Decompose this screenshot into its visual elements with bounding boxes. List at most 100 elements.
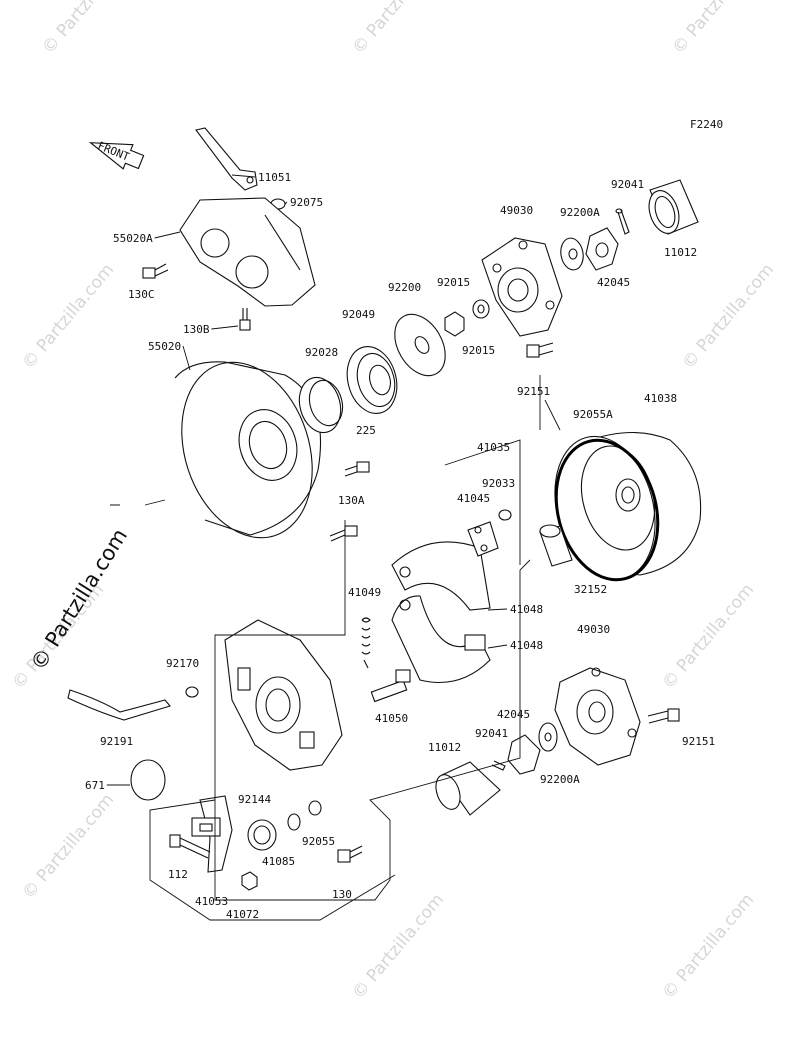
part-label-92151: 92151 [682,735,715,748]
hub-49030-upper [481,237,563,337]
part-label-92191: 92191 [100,735,133,748]
o-ring-92055 [308,800,322,816]
part-label-92151: 92151 [517,385,550,398]
part-label-225: 225 [356,424,376,437]
leader-line [182,345,191,371]
part-label-130B: 130B [183,323,210,336]
brake-shoe-41048-lower [391,595,491,684]
ring-92028 [298,376,344,434]
spring-92144 [247,819,277,851]
part-label-32152: 32152 [574,583,607,596]
bolt-225 [344,461,370,477]
watermark-tile: © Partzilla.com [679,260,779,373]
part-label-41048: 41048 [510,639,543,652]
nut-41072 [241,871,258,891]
leader-line [487,644,508,649]
spring-41049 [361,617,371,669]
part-label-92041: 92041 [611,178,644,191]
figure-code: F2240 [690,118,723,131]
bolt-130A [329,525,358,542]
watermark-tile-text: © Partzilla.com [659,580,759,693]
part-label-92170: 92170 [166,657,199,670]
watermark-tile-text: © Partzilla.com [669,0,769,58]
washer-92200A-upper [560,237,584,271]
watermark-tile-text: © Partzilla.com [19,790,119,903]
brake-lever-arm [195,127,258,191]
hose-clamp-92170 [185,686,199,698]
part-label-92144: 92144 [238,793,271,806]
part-label-92200: 92200 [388,281,421,294]
part-label-41049: 41049 [348,586,381,599]
part-label-92055A: 92055A [573,408,613,421]
front-arrow-icon: FRONT [88,139,145,170]
assembly-outline [110,375,561,921]
bolt-92151-upper [526,342,554,358]
watermark-tile: © Partzilla.com [349,890,449,1003]
bolt-112 [169,834,211,859]
part-label-130: 130 [332,888,352,901]
part-label-92200A: 92200A [540,773,580,786]
part-label-41045: 41045 [457,492,490,505]
washer-92200A-lower [538,722,558,752]
cam-41050 [370,669,411,703]
sleeve-32152 [539,524,573,567]
washer-92200 [394,313,446,377]
part-label-92028: 92028 [305,346,338,359]
part-label-92015: 92015 [462,344,495,357]
part-label-55020A: 55020A [113,232,153,245]
part-label-92200A: 92200A [560,206,600,219]
watermark-tile: © Partzilla.com [39,0,139,58]
part-label-41072: 41072 [226,908,259,921]
part-label-112: 112 [168,868,188,881]
leader-line [284,201,288,205]
o-ring-671 [130,759,166,801]
seal-92049 [346,346,398,414]
plate-41045 [467,521,499,557]
part-label-49030: 49030 [500,204,533,217]
watermark-tile: © Partzilla.com [659,580,759,693]
brake-guard-55020A [179,197,316,307]
watermark-tile-text: © Partzilla.com [349,890,449,1003]
watermark-tile: © Partzilla.com [19,790,119,903]
backing-plate [224,619,343,771]
drum-cover-55020 [174,361,322,539]
part-label-41050: 41050 [375,712,408,725]
brake-lever-41053 [191,795,233,873]
part-label-41048: 41048 [510,603,543,616]
leader-line [211,325,239,330]
washer-41085 [287,813,301,831]
cap-11012-lower [435,761,501,816]
part-label-41053: 41053 [195,895,228,908]
part-label-42045: 42045 [597,276,630,289]
hose-92191 [67,689,171,721]
clip-92033 [498,509,512,521]
part-label-92049: 92049 [342,308,375,321]
cotter-pin-92041-upper [615,208,630,235]
part-label-92075: 92075 [290,196,323,209]
watermark-tile-text: © Partzilla.com [39,0,139,58]
bolt-130C [142,263,169,279]
leader-line [154,231,181,239]
watermark-tile: © Partzilla.com [669,0,769,58]
part-label-11051: 11051 [258,171,291,184]
watermark-tile-text: © Partzilla.com [659,890,759,1003]
watermark-tile-text: © Partzilla.com [19,260,119,373]
part-label-42045: 42045 [497,708,530,721]
leader-line [487,608,508,611]
part-label-92033: 92033 [482,477,515,490]
part-label-11012: 11012 [428,741,461,754]
part-label-55020: 55020 [148,340,181,353]
bolt-130 [337,845,363,863]
main-watermark-text: © Partzilla.com [26,524,132,674]
bolt-92151-lower [647,708,680,724]
castle-nut-42045-lower [507,734,541,775]
brake-shoe-41048-upper [391,541,491,611]
o-ring-92055A [554,438,660,582]
nut-92015 [444,299,490,337]
part-label-41035: 41035 [477,441,510,454]
part-label-41038: 41038 [644,392,677,405]
part-label-130C: 130C [128,288,155,301]
watermark-tile-text: © Partzilla.com [679,260,779,373]
